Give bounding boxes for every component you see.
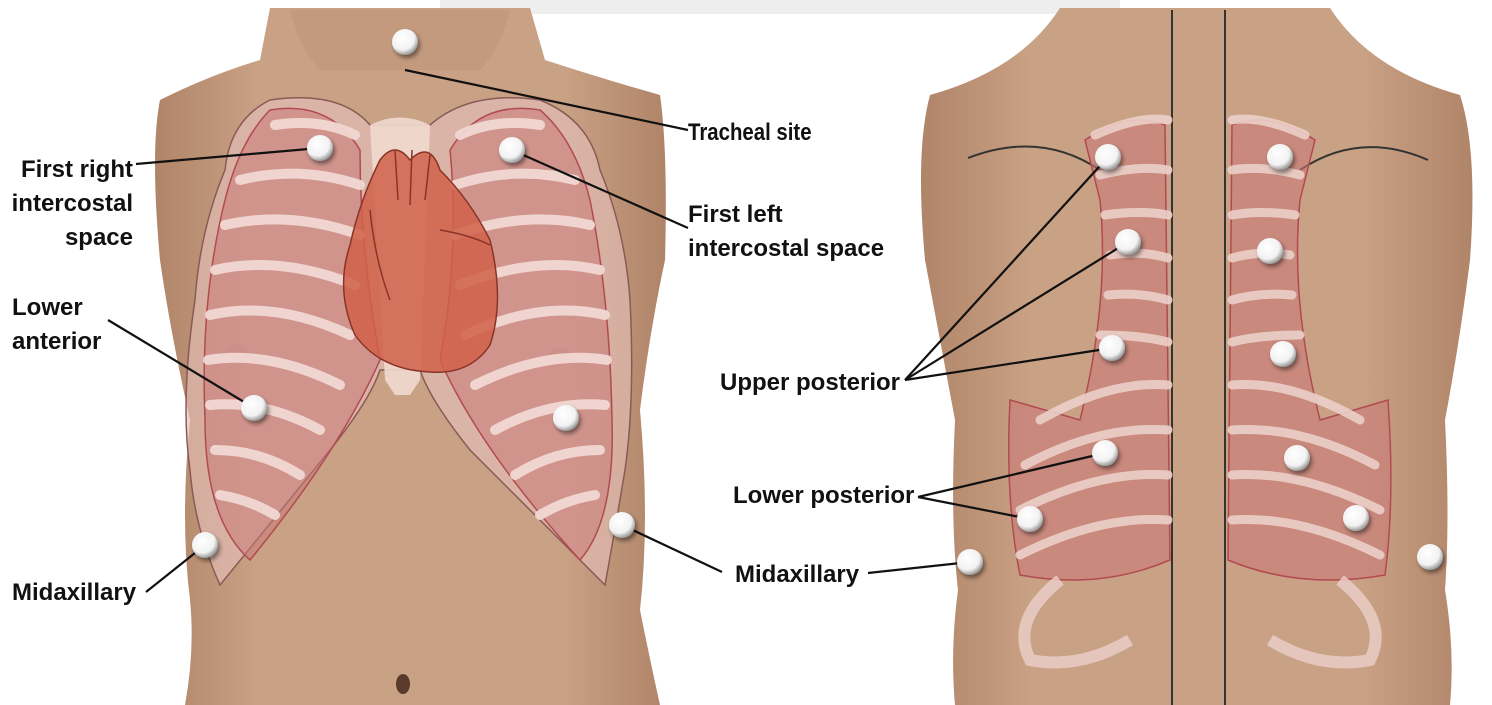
label-first-right-line3: space <box>65 224 133 251</box>
label-tracheal-site: Tracheal site <box>688 118 812 145</box>
marker-front-midaxillary-right <box>192 532 218 558</box>
front-torso <box>155 8 666 705</box>
label-back-midaxillary: Midaxillary <box>735 561 860 588</box>
back-torso <box>921 8 1472 705</box>
marker-upper-posterior-left-1 <box>1095 144 1121 170</box>
marker-lower-posterior-left-1 <box>1092 440 1118 466</box>
label-front-midaxillary: Midaxillary <box>12 579 137 606</box>
label-first-right-line1: First right <box>21 156 133 183</box>
label-first-left-line2: intercostal space <box>688 235 884 262</box>
marker-upper-posterior-right-2 <box>1257 238 1283 264</box>
label-first-left-line1: First left <box>688 201 783 228</box>
marker-tracheal-site <box>392 29 418 55</box>
marker-upper-posterior-left-2 <box>1115 229 1141 255</box>
label-upper-posterior: Upper posterior <box>720 369 900 396</box>
marker-upper-posterior-right-1 <box>1267 144 1293 170</box>
marker-lower-posterior-left-2 <box>1017 506 1043 532</box>
faded-title-watermark <box>440 0 1120 14</box>
marker-back-midaxillary-right <box>1417 544 1443 570</box>
marker-lower-posterior-right-1 <box>1284 445 1310 471</box>
label-first-right-line2: intercostal <box>12 190 133 217</box>
label-lower-anterior-line1: Lower <box>12 294 83 321</box>
marker-upper-posterior-right-3 <box>1270 341 1296 367</box>
marker-first-left-intercostal <box>499 137 525 163</box>
label-lower-anterior-line2: anterior <box>12 328 101 355</box>
label-lower-posterior: Lower posterior <box>733 482 914 509</box>
marker-lower-anterior-left <box>553 405 579 431</box>
back-midaxillary-line <box>868 562 970 573</box>
marker-first-right-intercostal <box>307 135 333 161</box>
marker-back-midaxillary-left <box>957 549 983 575</box>
marker-lower-posterior-right-2 <box>1343 505 1369 531</box>
marker-front-midaxillary-left <box>609 512 635 538</box>
marker-upper-posterior-left-3 <box>1099 335 1125 361</box>
back-torso-skin <box>921 8 1472 705</box>
marker-lower-anterior-right <box>241 395 267 421</box>
navel <box>396 674 410 694</box>
